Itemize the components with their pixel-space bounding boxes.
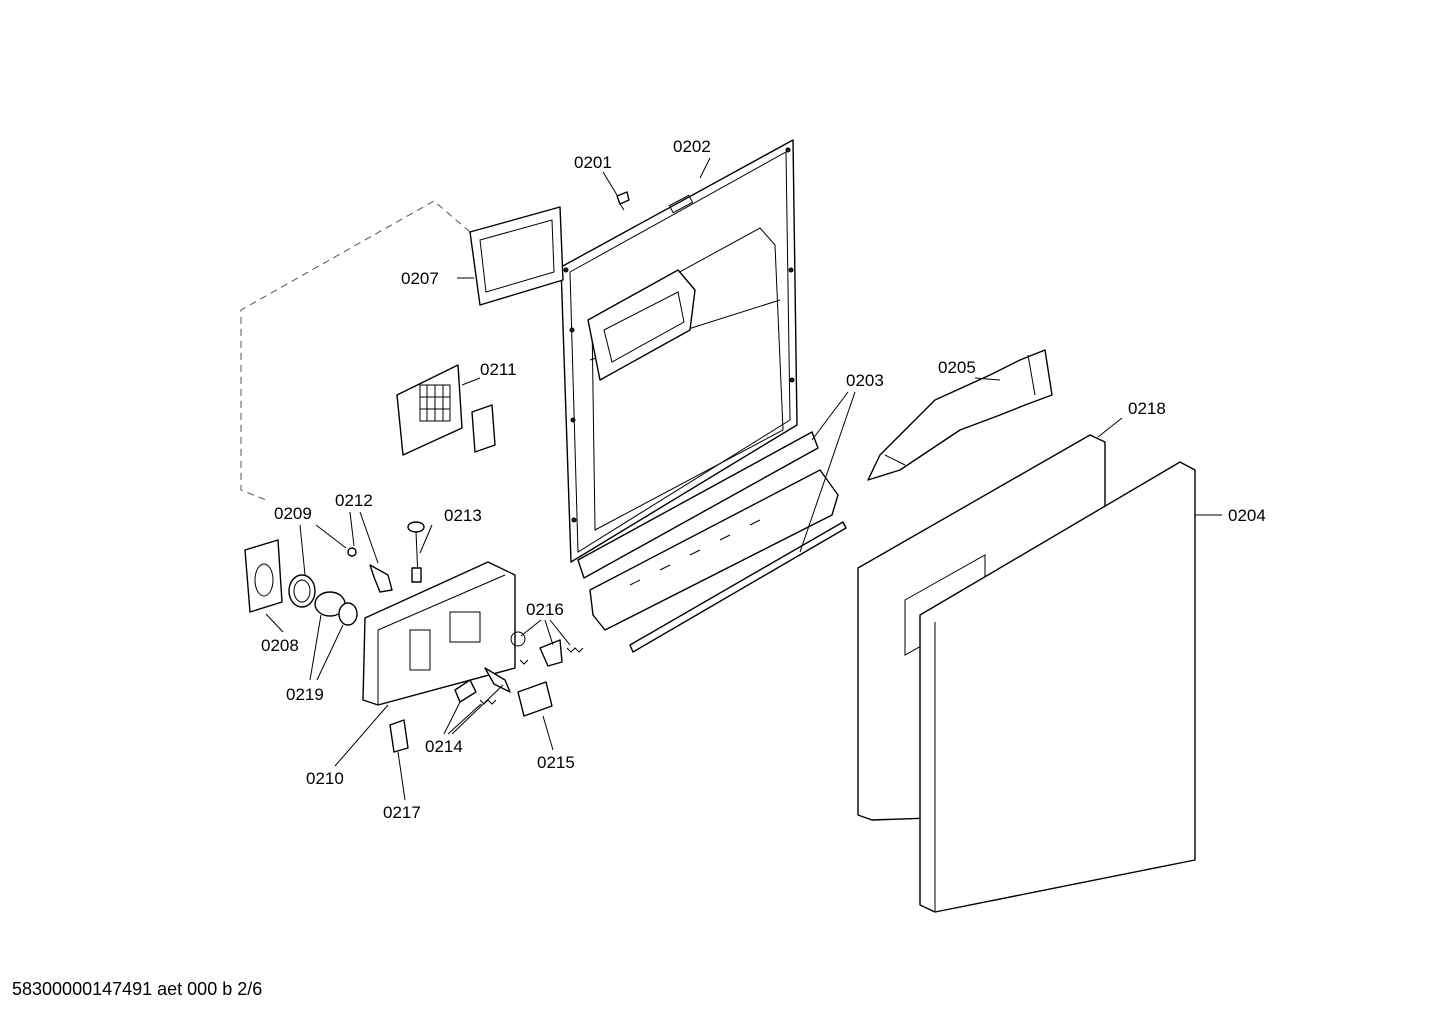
part-label-0214: 0214: [425, 737, 463, 756]
leader-lines: [265, 157, 1222, 801]
part-label-0210: 0210: [306, 769, 344, 788]
part-label-0217: 0217: [383, 803, 421, 822]
part-label-0207: 0207: [401, 269, 439, 288]
part-label-0208: 0208: [261, 636, 299, 655]
bottom-rail: [577, 431, 847, 653]
clip: [389, 719, 409, 753]
spring-clip: [347, 547, 393, 593]
inner-door-frame: [560, 139, 798, 563]
part-label-0202: 0202: [673, 137, 711, 156]
knob-seal-parts: [288, 574, 358, 626]
part-label-0218: 0218: [1128, 399, 1166, 418]
part-label-0204: 0204: [1228, 506, 1266, 525]
part-label-0201: 0201: [574, 153, 612, 172]
control-housing: [362, 561, 516, 706]
knob-plate: [244, 539, 283, 613]
seal-frame: [469, 206, 564, 306]
pin: [407, 521, 425, 583]
part-labels: 0201 0202 0203 0204 0205 0207 0208 0209 …: [261, 137, 1266, 822]
document-code: 58300000147491 aet 000 b 2/6: [12, 979, 263, 999]
assembly-boundary: [240, 200, 471, 501]
part-label-0219: 0219: [286, 685, 324, 704]
switch: [517, 681, 553, 717]
actuator-parts: [510, 631, 584, 667]
part-label-0213: 0213: [444, 506, 482, 525]
hinge-bracket: [867, 349, 1053, 481]
part-label-0215: 0215: [537, 753, 575, 772]
lever-springs: [454, 659, 529, 705]
part-label-0209: 0209: [274, 504, 312, 523]
door-front-panel: [919, 461, 1196, 913]
screw: [616, 191, 630, 211]
part-label-0205: 0205: [938, 358, 976, 377]
part-label-0211: 0211: [480, 360, 517, 379]
part-label-0216: 0216: [526, 600, 564, 619]
part-label-0212: 0212: [335, 491, 373, 510]
vent-filter: [396, 364, 496, 456]
part-label-0203: 0203: [846, 371, 884, 390]
